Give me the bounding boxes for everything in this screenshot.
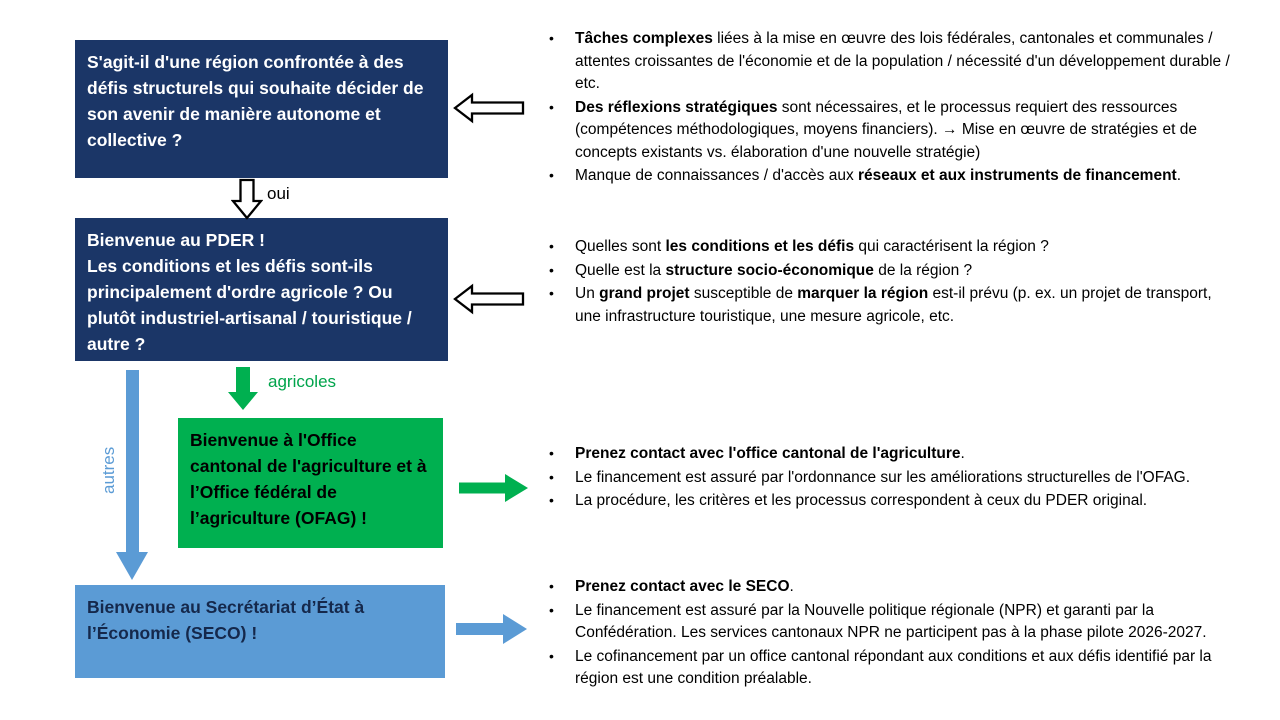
- bullet-item: La procédure, les critères et les proces…: [540, 489, 1235, 513]
- bullet-item: Prenez contact avec le SECO.: [540, 575, 1235, 599]
- label-autres: autres: [99, 446, 118, 494]
- flow-box-ofag-text: Bienvenue à l'Office cantonal de l'agric…: [190, 430, 427, 528]
- arrow-down-green-agricoles-icon: [228, 367, 258, 410]
- bullet-item: Quelle est la structure socio-économique…: [540, 259, 1235, 283]
- flow-box-pder-line1: Bienvenue au PDER !: [87, 230, 265, 250]
- arrow-right-blue-seco-icon: [456, 614, 527, 644]
- bullet-item: Le financement est assuré par la Nouvell…: [540, 599, 1235, 645]
- flow-box-region-question-text: S'agit-il d'une région confrontée à des …: [87, 52, 424, 150]
- bullet-item: Le cofinancement par un office cantonal …: [540, 645, 1235, 691]
- label-oui: oui: [267, 184, 290, 203]
- bullet-item: Tâches complexes liées à la mise en œuvr…: [540, 27, 1235, 96]
- flow-box-pder: Bienvenue au PDER ! Les conditions et le…: [75, 218, 448, 361]
- bullet-list-seco-steps: Prenez contact avec le SECO.Le financeme…: [540, 575, 1235, 692]
- bullet-item: Quelles sont les conditions et les défis…: [540, 235, 1235, 259]
- flow-box-seco-text: Bienvenue au Secrétariat d’État à l’Écon…: [87, 597, 365, 643]
- arrow-right-green-ofag-icon: [459, 474, 528, 502]
- flow-box-region-question: S'agit-il d'une région confrontée à des …: [75, 40, 448, 178]
- arrow-left-outline-top-icon: [453, 92, 525, 124]
- bullet-item: Le financement est assuré par l'ordonnan…: [540, 466, 1235, 490]
- label-agricoles: agricoles: [268, 372, 337, 391]
- bullet-item: Des réflexions stratégiques sont nécessa…: [540, 96, 1235, 165]
- flow-box-seco: Bienvenue au Secrétariat d’État à l’Écon…: [75, 585, 445, 678]
- bullet-item: Prenez contact avec l'office cantonal de…: [540, 442, 1235, 466]
- bullet-list-challenges: Tâches complexes liées à la mise en œuvr…: [540, 27, 1235, 189]
- flow-box-pder-line2: Les conditions et les défis sont-ils pri…: [87, 256, 412, 354]
- bullet-list-region-questions: Quelles sont les conditions et les défis…: [540, 235, 1235, 329]
- arrow-down-blue-autres-icon: [116, 370, 148, 580]
- bullet-item: Manque de connaissances / d'accès aux ré…: [540, 164, 1235, 188]
- arrow-down-outline-oui-icon: [231, 178, 263, 220]
- flow-box-ofag: Bienvenue à l'Office cantonal de l'agric…: [178, 418, 443, 548]
- bullet-item: Un grand projet susceptible de marquer l…: [540, 282, 1235, 328]
- arrow-left-outline-mid-icon: [453, 283, 525, 315]
- bullet-list-ofag-steps: Prenez contact avec l'office cantonal de…: [540, 442, 1235, 514]
